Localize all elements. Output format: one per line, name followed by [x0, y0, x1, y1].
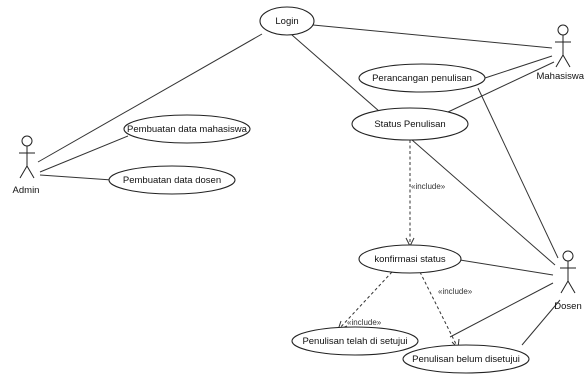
dependencies	[337, 140, 460, 350]
include-label-3: «include»	[438, 287, 473, 296]
actor-mahasiswa-icon	[555, 24, 571, 68]
assoc-perancangan-dosen	[477, 87, 559, 259]
assoc-perancangan-mahasiswa	[484, 55, 553, 79]
use-case-pembuatan-data-mahasiswa[interactable]: Pembuatan data mahasiswa	[123, 114, 251, 144]
assoc-admin-mahasiswa-data	[39, 135, 129, 173]
use-case-dosen-data-label: Pembuatan data dosen	[123, 175, 221, 186]
use-case-login[interactable]: Login	[259, 6, 315, 36]
use-case-penulisan-disetujui[interactable]: Penulisan telah di setujui	[291, 326, 419, 356]
use-case-mahasiswa-data-label: Pembuatan data mahasiswa	[127, 124, 248, 135]
assoc-admin-dosen-data	[39, 174, 113, 181]
include-label-1: «include»	[411, 182, 446, 191]
assoc-disetujui-dosen	[449, 282, 554, 338]
use-case-konfirmasi-label: konfirmasi status	[374, 254, 446, 265]
use-case-pembuatan-data-dosen[interactable]: Pembuatan data dosen	[108, 165, 236, 195]
use-case-status-label: Status Penulisan	[374, 119, 445, 130]
use-case-penulisan-belum-disetujui[interactable]: Penulisan belum disetujui	[402, 344, 530, 374]
use-case-belum-label: Penulisan belum disetujui	[412, 354, 520, 365]
actor-dosen[interactable]: Dosen	[554, 250, 582, 312]
use-case-login-label: Login	[275, 16, 298, 27]
use-case-disetujui-label: Penulisan telah di setujui	[302, 336, 407, 347]
include-label-2: «include»	[347, 318, 382, 327]
actor-admin-icon	[19, 135, 35, 179]
actor-admin[interactable]: Admin	[13, 135, 40, 196]
actor-mahasiswa-label: Mahasiswa	[536, 71, 584, 82]
assoc-login-mahasiswa	[312, 24, 553, 49]
assoc-admin-login	[37, 33, 263, 163]
include-konfirmasi-disetujui	[337, 271, 393, 331]
assoc-status-mahasiswa	[447, 61, 555, 113]
use-case-perancangan-penulisan[interactable]: Perancangan penulisan	[358, 63, 486, 93]
actor-admin-label: Admin	[13, 185, 40, 196]
use-case-perancangan-label: Perancangan penulisan	[372, 73, 472, 84]
use-case-status-penulisan[interactable]: Status Penulisan	[351, 107, 469, 141]
use-case-konfirmasi-status[interactable]: konfirmasi status	[358, 244, 462, 274]
assoc-konfirmasi-dosen	[459, 259, 554, 276]
associations	[37, 24, 561, 346]
actor-mahasiswa[interactable]: Mahasiswa	[536, 24, 585, 82]
actor-dosen-icon	[560, 250, 576, 294]
actor-dosen-label: Dosen	[554, 301, 581, 312]
assoc-belum-dosen	[521, 299, 561, 346]
assoc-login-dosen	[291, 34, 556, 266]
include-konfirmasi-belum	[419, 271, 459, 349]
